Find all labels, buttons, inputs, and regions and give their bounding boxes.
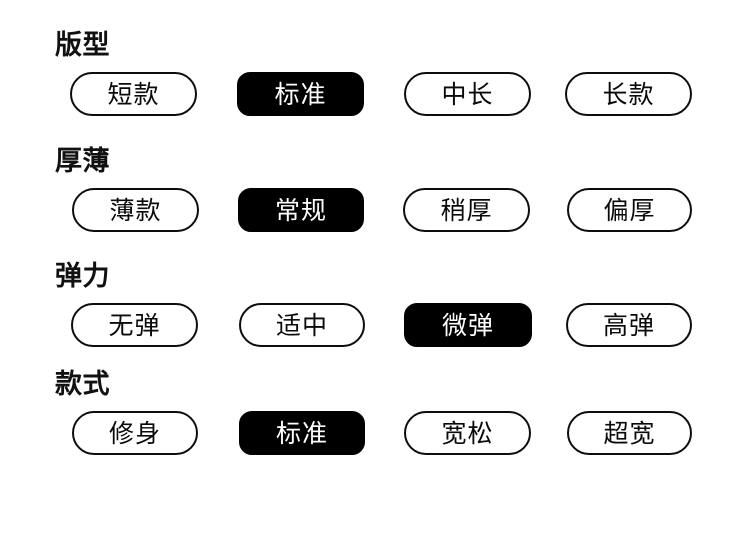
option-kuanshi-kuansong[interactable]: 宽松 [404, 411, 531, 455]
option-banxing-zhongchang[interactable]: 中长 [404, 72, 531, 116]
group-label-tanli: 弹力 [55, 261, 110, 292]
option-kuanshi-xiushen[interactable]: 修身 [72, 411, 198, 455]
option-row-tanli: 无弹 适中 微弹 高弹 [0, 303, 750, 349]
option-tanli-wutan[interactable]: 无弹 [71, 303, 198, 347]
option-houbao-pianhou[interactable]: 偏厚 [567, 188, 692, 232]
group-label-kuanshi: 款式 [55, 369, 110, 400]
option-houbao-baokuan[interactable]: 薄款 [72, 188, 199, 232]
option-banxing-changkuan[interactable]: 长款 [565, 72, 692, 116]
option-banxing-duankuan[interactable]: 短款 [70, 72, 197, 116]
option-kuanshi-chaokuan[interactable]: 超宽 [567, 411, 692, 455]
group-label-banxing: 版型 [55, 30, 110, 61]
option-row-banxing: 短款 标准 中长 长款 [0, 72, 750, 118]
option-tanli-weitan[interactable]: 微弹 [404, 303, 532, 347]
option-tanli-gaotan[interactable]: 高弹 [566, 303, 692, 347]
option-row-houbao: 薄款 常规 稍厚 偏厚 [0, 188, 750, 234]
option-row-kuanshi: 修身 标准 宽松 超宽 [0, 411, 750, 457]
option-houbao-changgui[interactable]: 常规 [238, 188, 364, 232]
option-kuanshi-biaozhun[interactable]: 标准 [239, 411, 365, 455]
option-houbao-shaohou[interactable]: 稍厚 [403, 188, 530, 232]
option-banxing-biaozhun[interactable]: 标准 [237, 72, 364, 116]
group-label-houbao: 厚薄 [55, 146, 110, 177]
option-tanli-shizhong[interactable]: 适中 [239, 303, 365, 347]
